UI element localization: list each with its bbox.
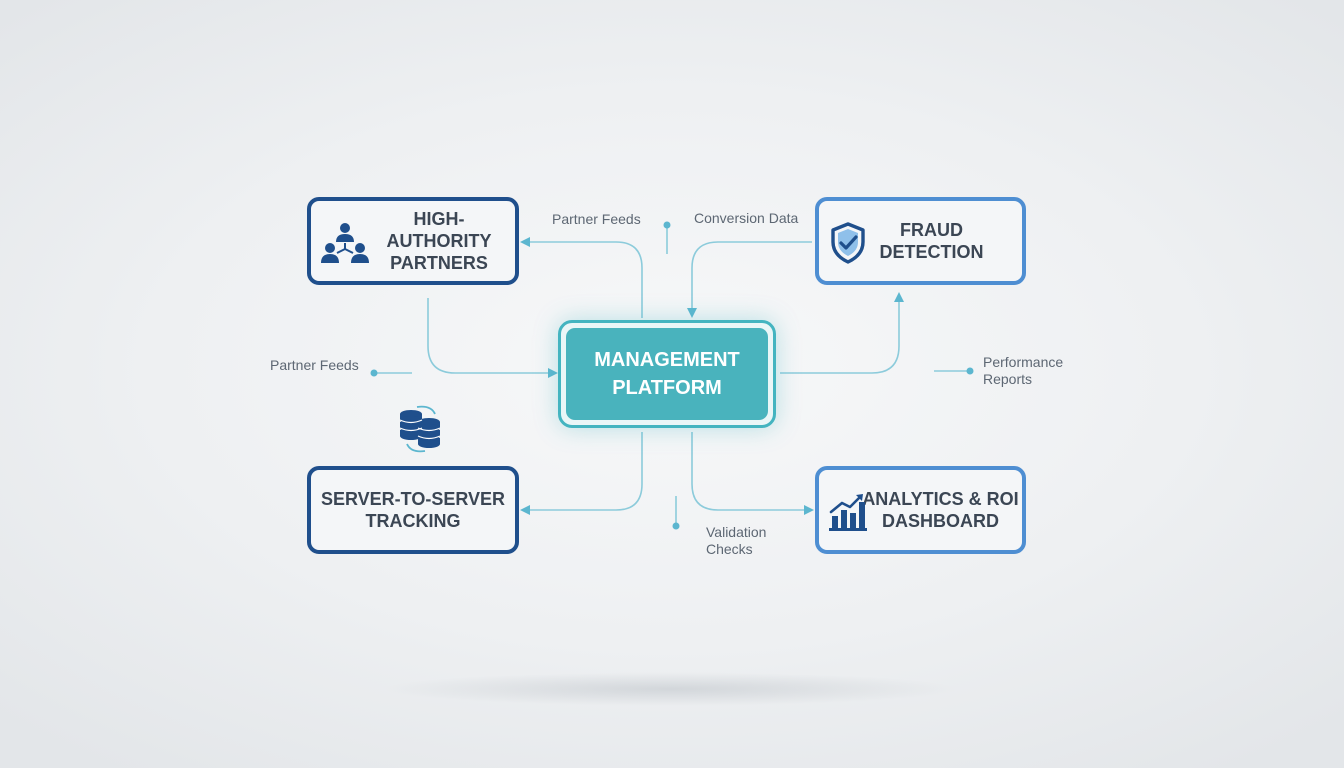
- users-network-icon: [321, 223, 369, 263]
- bar-chart-icon: [829, 494, 867, 531]
- node-label-partners: HIGH-AUTHORITY PARTNERS: [386, 209, 492, 273]
- edge-label-partner-feeds-left: Partner Feeds: [270, 357, 359, 373]
- dot-validation: [672, 522, 680, 530]
- connector-center-to-analytics: [691, 432, 814, 515]
- connector-center-to-fraud: [780, 292, 904, 374]
- dot-top-center: [663, 221, 671, 229]
- node-fraud-detection[interactable]: FRAUD DETECTION: [815, 197, 1026, 285]
- shield-check-icon: [831, 222, 865, 264]
- dot-partner-feeds-left: [370, 369, 378, 377]
- connector-center-to-tracking: [520, 432, 643, 515]
- node-server-to-server-tracking[interactable]: SERVER-TO-SERVER TRACKING: [307, 466, 519, 554]
- edge-label-performance-reports: Performance Reports: [983, 354, 1064, 387]
- node-label-analytics: ANALYTICS & ROI DASHBOARD: [862, 489, 1019, 531]
- database-sync-icon: [399, 405, 441, 453]
- edge-label-partner-feeds-top: Partner Feeds: [552, 211, 641, 227]
- connector-conversion-to-center: [687, 241, 812, 318]
- node-label-fraud: FRAUD DETECTION: [879, 220, 984, 262]
- floor-shadow: [380, 672, 960, 706]
- node-management-platform[interactable]: MANAGEMENT PLATFORM: [558, 320, 776, 428]
- dot-performance-reports: [966, 367, 974, 375]
- edge-label-conversion-data: Conversion Data: [694, 210, 799, 226]
- node-high-authority-partners[interactable]: HIGH-AUTHORITY PARTNERS: [307, 197, 519, 285]
- connector-partner-feeds-to-center: [427, 298, 558, 378]
- edge-label-validation-checks: Validation Checks: [706, 524, 767, 557]
- node-analytics-roi-dashboard[interactable]: ANALYTICS & ROI DASHBOARD: [815, 466, 1026, 554]
- center-label: MANAGEMENT PLATFORM: [566, 328, 768, 420]
- node-label-tracking: SERVER-TO-SERVER TRACKING: [320, 489, 506, 531]
- connector-center-to-partners: [520, 237, 643, 318]
